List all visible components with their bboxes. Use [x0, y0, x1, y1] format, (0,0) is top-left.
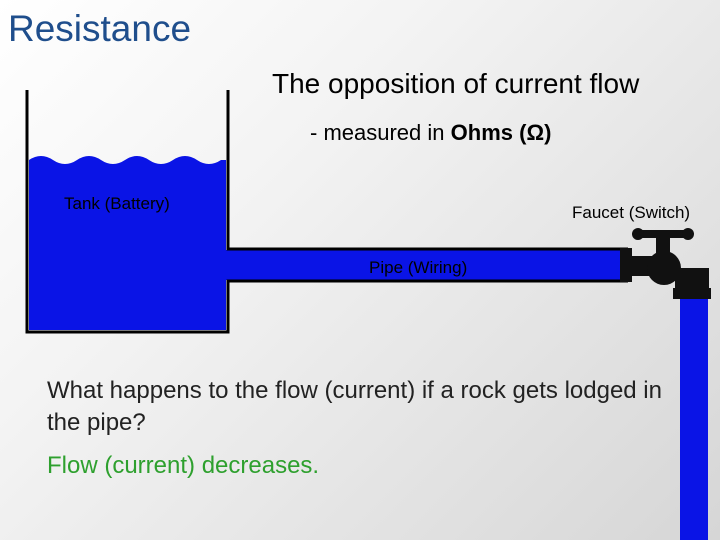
water-stream [680, 298, 708, 540]
measured-prefix: - measured in [310, 120, 445, 145]
tank-right-wall [226, 90, 628, 251]
measured-unit: Ohms [450, 120, 513, 145]
question-text: What happens to the flow (current) if a … [47, 377, 662, 436]
measured-line: - measured in Ohms (Ω) [310, 120, 551, 146]
answer-text: Flow (current) decreases. [47, 452, 320, 479]
pipe-label: Pipe (Wiring) [369, 258, 468, 277]
tank-water [29, 156, 226, 330]
tank-outline [25, 90, 628, 334]
pipe-water [226, 250, 628, 280]
slide-title: Resistance [8, 8, 192, 49]
faucet-label: Faucet (Switch) [572, 203, 691, 222]
faucet-icon [620, 228, 711, 299]
measured-symbol: (Ω) [519, 120, 552, 145]
subtitle: The opposition of current flow [272, 68, 640, 99]
tank-label: Tank (Battery) [64, 194, 170, 213]
